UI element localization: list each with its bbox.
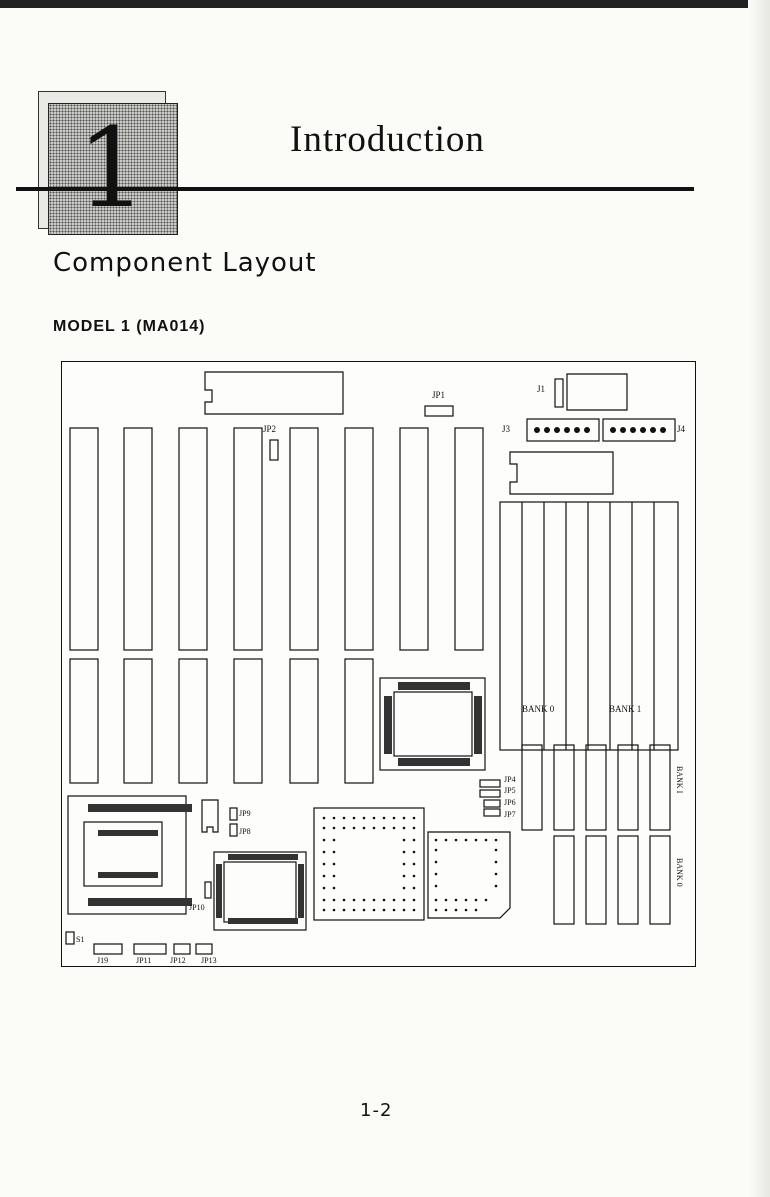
label-s1: S1 xyxy=(76,935,84,944)
label-jp8: JP8 xyxy=(239,827,251,836)
cache-sram-sockets xyxy=(521,744,671,925)
label-jp10: JP10 xyxy=(189,903,205,912)
chipset-plcc-right xyxy=(213,851,307,931)
label-bank-vertical-0: BANK 0 xyxy=(675,858,684,887)
jp11-jumper xyxy=(133,943,167,955)
model-label: MODEL 1 (MA014) xyxy=(53,318,206,335)
motherboard-diagram: JP1 J1 JP2 J3 J4 BANK 0 BANK 1 BANK I BA… xyxy=(61,361,696,967)
power-connector-pins xyxy=(534,427,666,433)
j19-connector xyxy=(93,943,123,955)
page-number: 1-2 xyxy=(360,1100,393,1121)
top-chip xyxy=(204,371,344,415)
label-jp4: JP4 xyxy=(504,775,516,784)
jp5-jumper xyxy=(479,789,501,798)
chapter-tab xyxy=(48,103,178,235)
jp2-jumper xyxy=(269,439,279,461)
page-top-edge xyxy=(0,0,770,8)
fpu-pga-socket xyxy=(427,831,511,919)
label-jp5: JP5 xyxy=(504,786,516,795)
jp13-jumper xyxy=(195,943,213,955)
page-right-edge xyxy=(748,0,770,1197)
label-jp1: JP1 xyxy=(432,390,445,400)
expansion-slots-top xyxy=(69,427,484,651)
label-j3: J3 xyxy=(502,424,511,434)
j1-connector xyxy=(554,378,564,408)
jp8-jumper xyxy=(229,823,238,837)
j4-connector xyxy=(602,418,676,442)
jp12-jumper xyxy=(173,943,191,955)
expansion-slots-bottom xyxy=(69,658,374,784)
label-jp2: JP2 xyxy=(263,424,276,434)
simm-bank-area xyxy=(499,501,679,751)
label-jp6: JP6 xyxy=(504,798,516,807)
chapter-rule xyxy=(16,187,694,191)
motherboard-svg: JP1 J1 JP2 J3 J4 BANK 0 BANK 1 BANK I BA… xyxy=(65,371,686,965)
jp7-jumper xyxy=(483,808,501,817)
jp4-jumper xyxy=(479,779,501,788)
chipset-qfp-1 xyxy=(379,677,486,771)
chipset-plcc-left xyxy=(67,795,187,915)
chapter-title: Introduction xyxy=(290,119,485,160)
j3-side-chip xyxy=(509,451,614,495)
label-jp11: JP11 xyxy=(136,956,151,965)
label-j1: J1 xyxy=(537,384,545,394)
cpu-pga-socket xyxy=(313,807,425,921)
j1-housing xyxy=(566,373,628,411)
chapter-number: 1 xyxy=(77,104,147,232)
small-chip-jp9 xyxy=(201,799,219,833)
label-j4: J4 xyxy=(677,424,686,434)
section-heading: Component Layout xyxy=(53,248,317,278)
s1-switch xyxy=(65,931,75,945)
label-bank0: BANK 0 xyxy=(522,704,555,714)
j3-connector xyxy=(526,418,600,442)
label-jp12: JP12 xyxy=(170,956,186,965)
pga-pins xyxy=(322,816,498,912)
label-j19: J19 xyxy=(97,956,108,965)
label-bank1: BANK 1 xyxy=(609,704,641,714)
label-jp7: JP7 xyxy=(504,810,516,819)
label-jp13: JP13 xyxy=(201,956,217,965)
label-jp9: JP9 xyxy=(239,809,251,818)
jp10-jumper xyxy=(204,881,212,899)
jp1-jumper xyxy=(424,405,454,417)
jp9-jumper xyxy=(229,807,238,821)
label-bank-vertical-1: BANK I xyxy=(675,766,684,794)
jp6-jumper xyxy=(483,799,501,808)
